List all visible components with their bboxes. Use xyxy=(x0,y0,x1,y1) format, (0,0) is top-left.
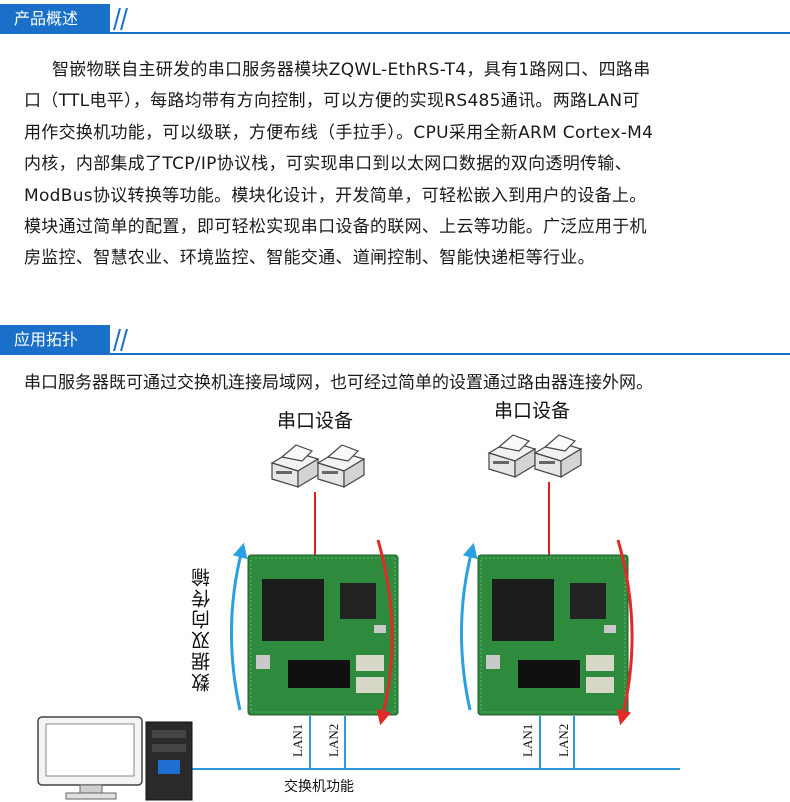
lan1-label: LAN1 xyxy=(520,723,535,757)
paragraph-line: 用作交换机功能，可以级联，方便布线（手拉手）。CPU采用全新ARM Cortex… xyxy=(24,122,654,143)
paragraph-line: 房监控、智慧农业、环境监控、智能交通、道闸控制、智能快递柜等行业。 xyxy=(24,248,595,269)
serial-device-label: 串口设备 xyxy=(277,410,354,432)
serial-server-board-image xyxy=(247,554,399,716)
lan2-label: LAN2 xyxy=(326,723,341,757)
section-header-topology: 应用拓扑 xyxy=(0,325,790,355)
printer-icon xyxy=(271,444,319,488)
paragraph-line: ModBus协议转换等功能。模块化设计，开发简单，可轻松嵌入到用户的设备上。 xyxy=(24,185,647,206)
overview-paragraph: 智嵌物联自主研发的串口服务器模块ZQWL-EthRS-T4，具有1路网口、四路串… xyxy=(24,55,770,275)
section-rule xyxy=(0,32,790,34)
decorative-slashes-icon xyxy=(113,7,128,31)
bidirectional-label: 数据双向传输 xyxy=(191,566,213,692)
topology-intro: 串口服务器既可通过交换机连接局域网，也可经过简单的设置通过路由器连接外网。 xyxy=(24,373,653,393)
paragraph-line: 内核，内部集成了TCP/IP协议栈，可实现串口到以太网口数据的双向透明传输、 xyxy=(24,154,632,175)
paragraph-line: 口（TTL电平），每路均带有方向控制，可以方便的实现RS485通讯。两路LAN可 xyxy=(24,91,640,112)
section-header-overview: 产品概述 xyxy=(0,4,790,34)
arrow-up-blue xyxy=(459,542,478,711)
paragraph-line: 模块通过简单的配置，即可轻松实现串口设备的联网、上云等功能。广泛应用于机 xyxy=(24,217,647,238)
printer-icon xyxy=(534,434,582,478)
printer-icon xyxy=(317,444,365,488)
serial-server-board-image xyxy=(477,554,629,716)
arrow-up-blue xyxy=(229,542,248,711)
lan2-label: LAN2 xyxy=(556,723,571,757)
paragraph-line: 智嵌物联自主研发的串口服务器模块ZQWL-EthRS-T4，具有1路网口、四路串 xyxy=(52,60,651,80)
lan1-label: LAN1 xyxy=(290,723,305,757)
printer-icon xyxy=(488,434,536,478)
switch-function-label: 交换机功能 xyxy=(284,779,354,795)
computer-icon xyxy=(37,716,193,801)
section-title: 产品概述 xyxy=(0,4,110,34)
decorative-slashes-icon xyxy=(113,328,128,352)
arrow-down-red xyxy=(616,539,634,726)
serial-device-label: 串口设备 xyxy=(494,400,571,422)
section-rule xyxy=(0,353,790,355)
arrow-down-red xyxy=(376,539,394,726)
section-title: 应用拓扑 xyxy=(0,325,110,355)
